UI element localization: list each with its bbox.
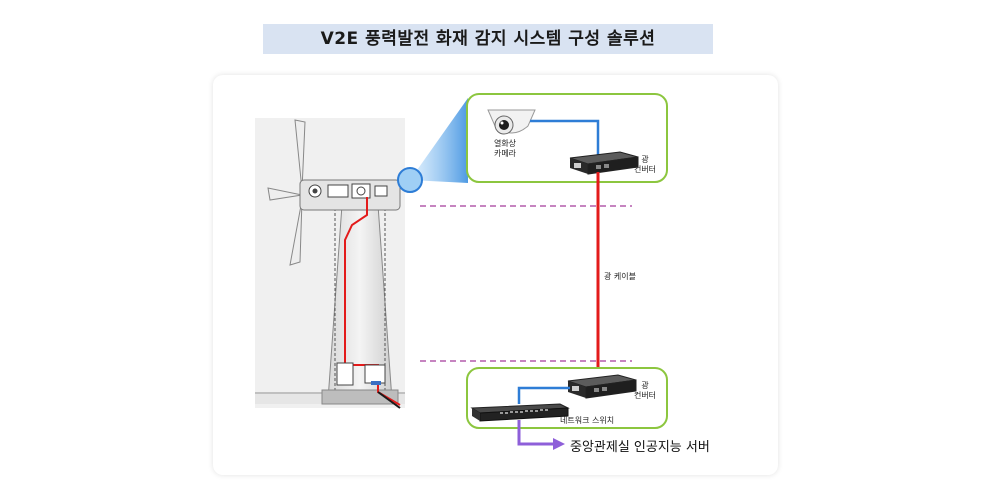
thermal-camera-icon [487, 109, 536, 135]
turbine-blades [267, 119, 306, 266]
media-converter-bottom-icon [567, 374, 637, 399]
nacelle [299, 179, 401, 211]
arrow-head-icon [553, 438, 565, 450]
converter-bottom-label: 광 컨버터 [633, 381, 657, 400]
converter-top-label: 광 컨버터 [633, 155, 657, 174]
ground-cable [377, 391, 401, 409]
media-converter-top-icon [569, 151, 639, 175]
lan-cable-top [530, 119, 600, 157]
lan-cable-bottom [517, 386, 570, 404]
camera-location-marker [397, 167, 423, 193]
camera-view-beam [410, 98, 468, 183]
network-switch-label: 네트워크 스위치 [560, 416, 615, 425]
page-title: V2E 풍력발전 화재 감지 시스템 구성 솔루션 [263, 24, 713, 54]
tower-port [371, 381, 381, 385]
tower-cabinet-right [364, 364, 386, 384]
tower-cabinet-left [336, 362, 354, 386]
server-connection-line [517, 420, 555, 446]
fiber-cable-label: 광 케이블 [604, 272, 636, 281]
network-switch-icon [470, 403, 570, 422]
ai-server-label: 중앙관제실 인공지능 서버 [570, 440, 710, 455]
thermal-camera-label: 열화상 카메라 [493, 139, 517, 158]
